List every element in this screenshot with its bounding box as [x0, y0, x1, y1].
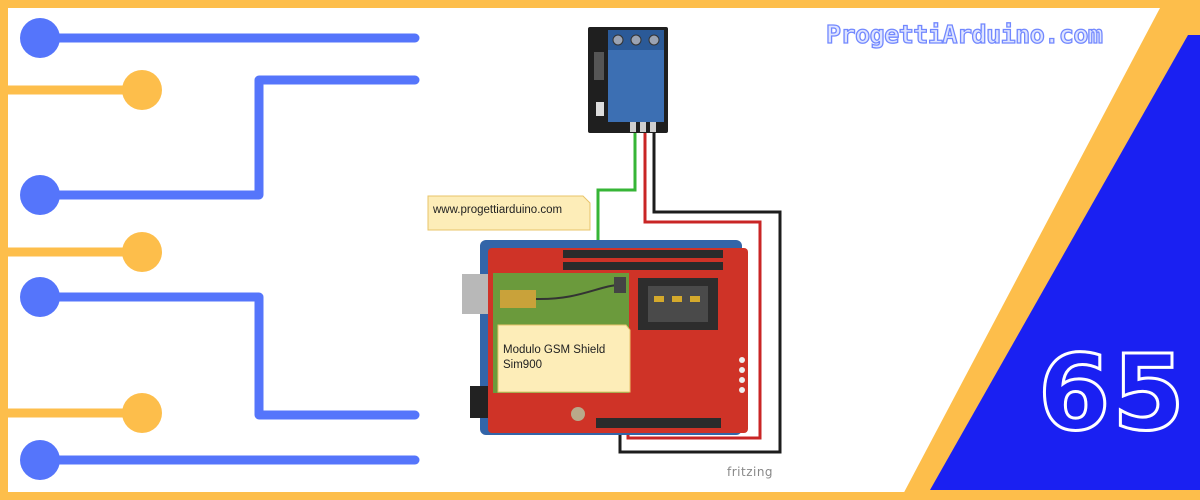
gsm-note-line1: Modulo GSM Shield [503, 344, 606, 356]
orange-node-3 [122, 393, 162, 433]
blue-trace-3 [35, 292, 420, 420]
antenna-connector [500, 290, 536, 308]
orange-node-1 [122, 70, 162, 110]
blue-node-1 [20, 18, 60, 58]
wire-gnd-black [618, 132, 782, 454]
blue-node-2 [20, 175, 60, 215]
gsm-note-line2: Sim900 [503, 359, 542, 371]
brand-logo-text[interactable]: ProgettiArduino.com [825, 19, 1103, 49]
gsm-note-paper [497, 324, 631, 393]
circuit-blue-traces [35, 33, 420, 465]
episode-number: 65 [1037, 331, 1187, 456]
orange-node-2 [122, 232, 162, 272]
url-note: www.progettiarduino.com [433, 204, 563, 216]
wire-signal-green [596, 132, 637, 255]
reset-button [571, 407, 585, 421]
gsm-note: Modulo GSM Shield Sim900 [503, 343, 623, 373]
relay-module [588, 27, 668, 133]
wiring-diagram [427, 27, 782, 454]
blue-node-3 [20, 277, 60, 317]
blue-node-4 [20, 440, 60, 480]
blue-trace-2 [35, 75, 420, 200]
usb-connector [462, 274, 492, 314]
url-note-paper [427, 195, 591, 231]
wire-vcc-red [626, 132, 762, 440]
panel-blue [930, 35, 1200, 490]
fritzing-watermark: fritzing [727, 465, 774, 479]
circuit-orange-traces [0, 85, 145, 418]
